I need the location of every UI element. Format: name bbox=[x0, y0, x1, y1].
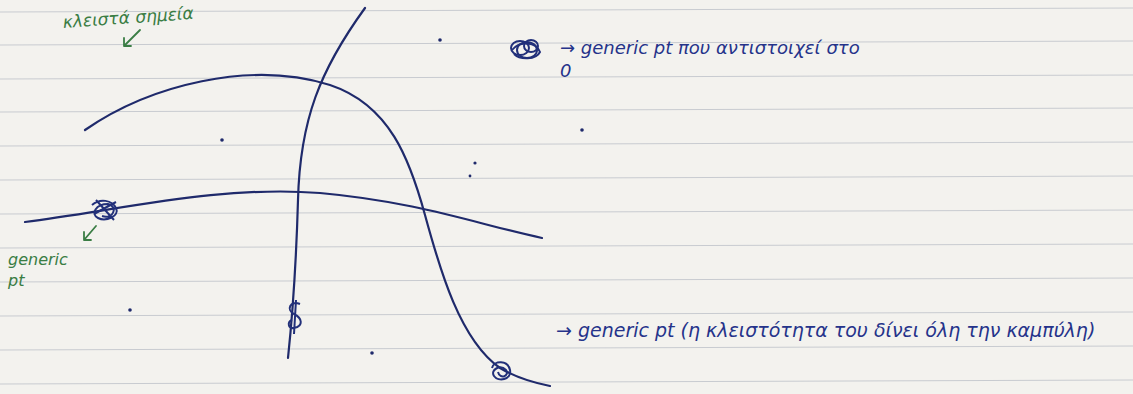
curve bbox=[25, 191, 542, 238]
point-scribble bbox=[92, 200, 117, 220]
ruled-lines bbox=[0, 8, 1133, 384]
note-label: generic pt bbox=[8, 250, 78, 292]
curve bbox=[288, 8, 365, 358]
points bbox=[128, 38, 584, 355]
point-scribble bbox=[289, 300, 301, 334]
pointer-arrow bbox=[84, 226, 96, 240]
annotation-label: → generic pt που αντιστοιχεί στο 0 bbox=[560, 36, 860, 83]
curves bbox=[25, 8, 550, 386]
curve bbox=[85, 75, 550, 386]
point-scribble bbox=[512, 43, 540, 58]
point-scribble bbox=[492, 362, 510, 379]
point-marks bbox=[92, 40, 540, 379]
pointer-arrow bbox=[124, 30, 140, 46]
green-pointers bbox=[84, 30, 140, 240]
annotation-label: → generic pt (η κλειστότητα του δίνει όλ… bbox=[556, 318, 1095, 343]
note-label: κλειστά σημεία bbox=[62, 2, 194, 33]
